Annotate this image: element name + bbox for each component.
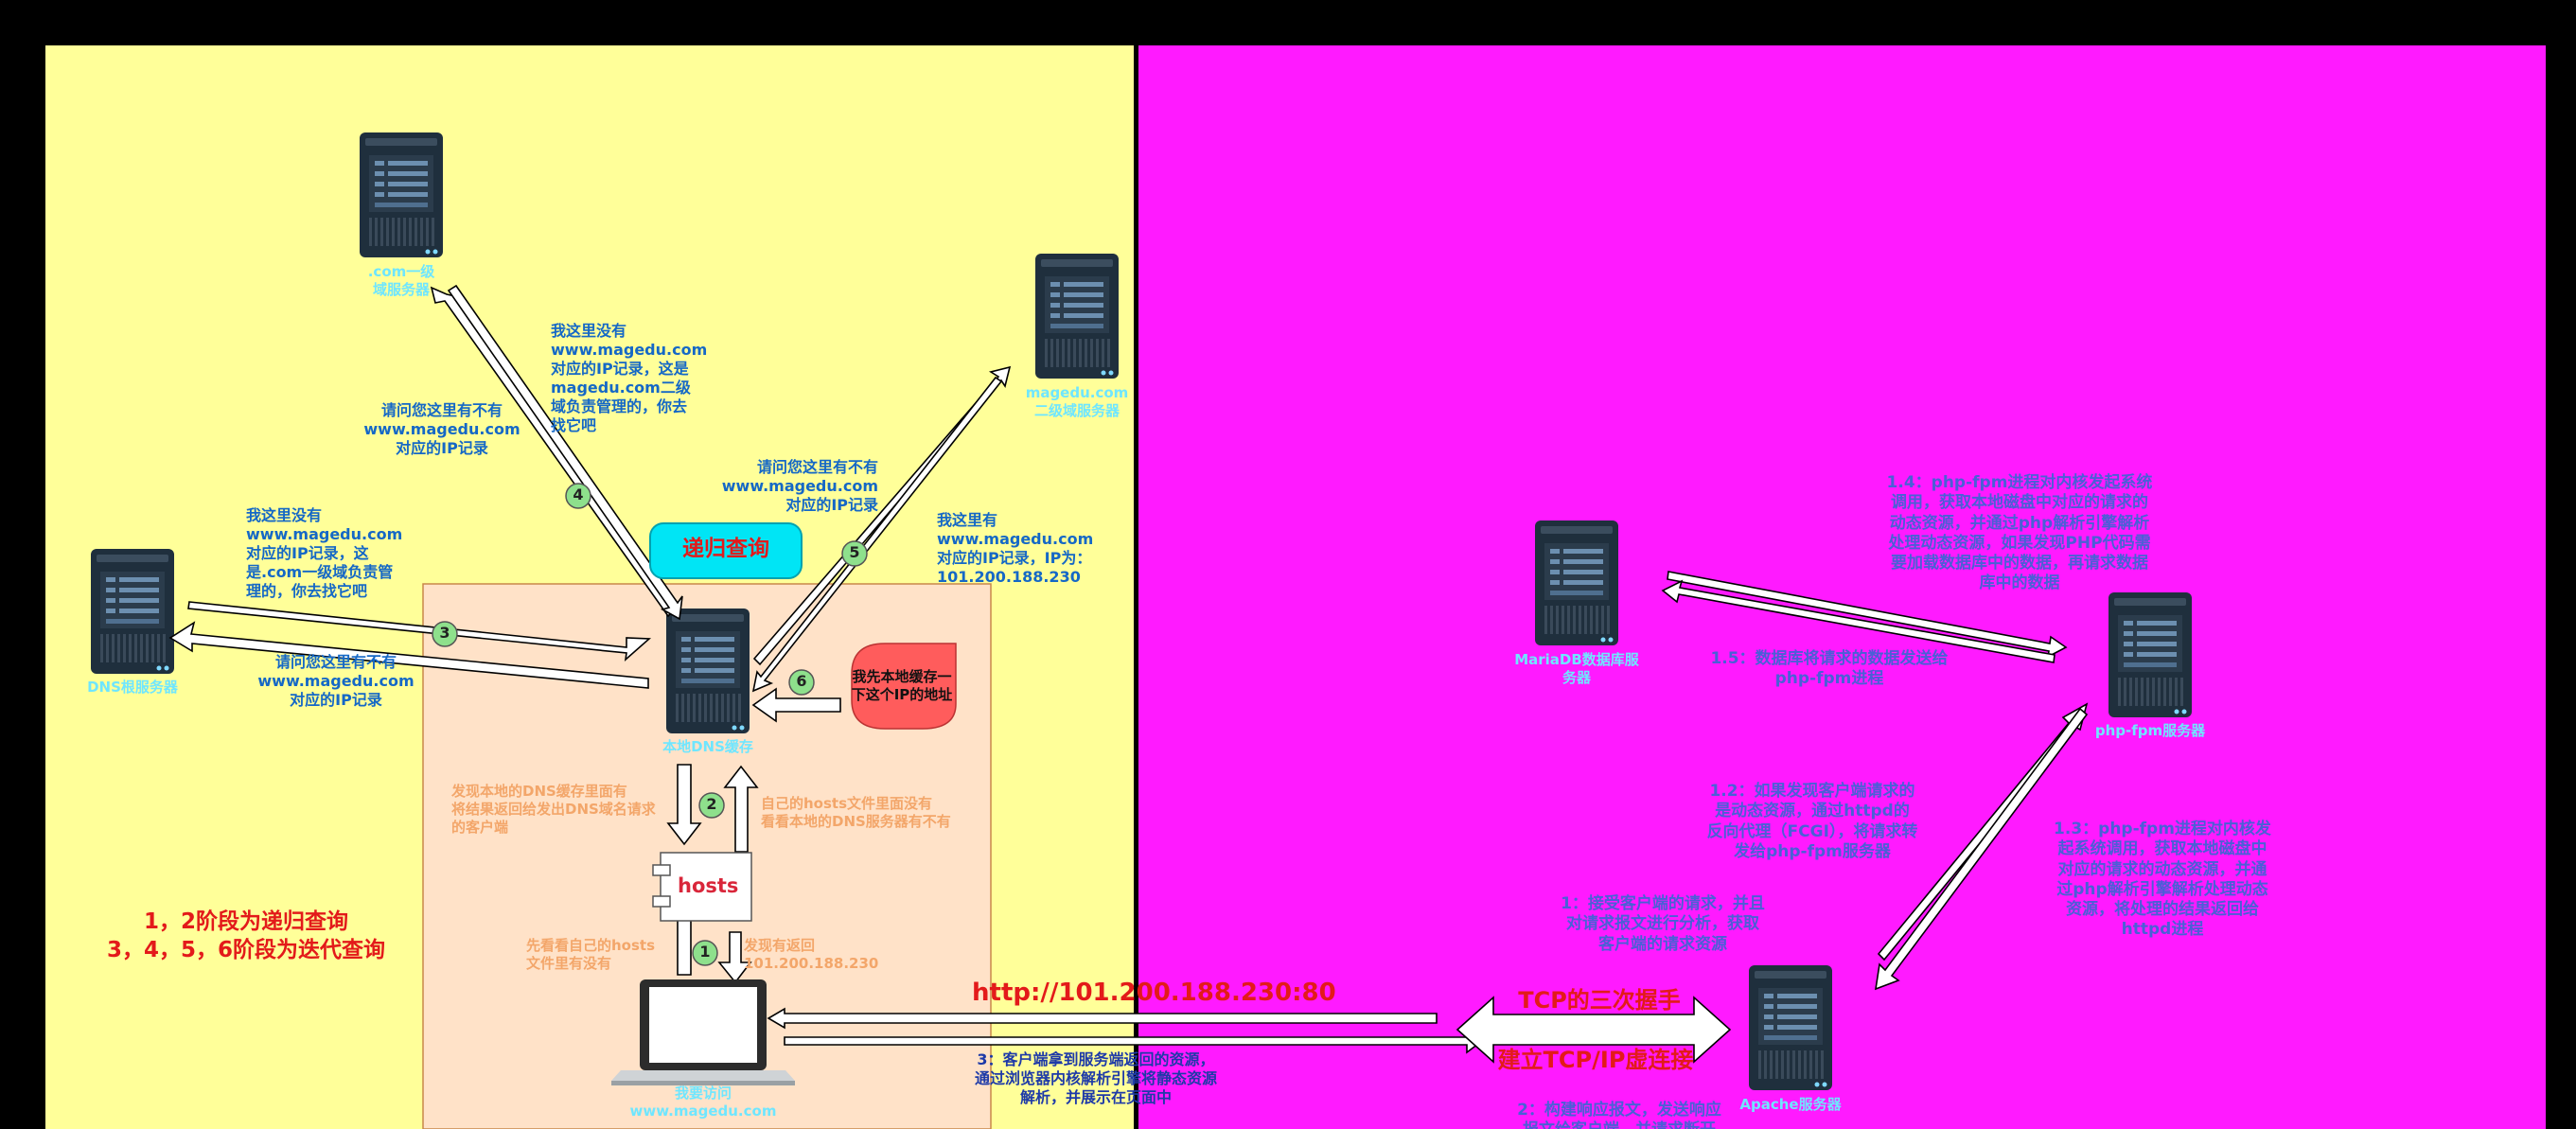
- cache-bubble-text: 我先本地缓存一 下这个IP的地址: [851, 668, 953, 703]
- com-tld-server-icon: [360, 132, 443, 257]
- arrow-root-reply: [187, 601, 652, 662]
- second-level-server-icon: [1035, 254, 1119, 379]
- note-ask-root: 请问您这里有不有 www.magedu.com 对应的IP记录: [257, 653, 415, 709]
- note-ask-com: 请问您这里有不有 www.magedu.com 对应的IP记录: [363, 401, 520, 457]
- note-1: 1：接受客户端的请求，并且 对请求报文进行分析，获取 客户端的请求资源: [1561, 894, 1765, 954]
- note-2: 2：构建响应报文，发送响应 报文给客户端，并请求断开: [1517, 1101, 1721, 1129]
- dns-root-server-label: DNS根服务器: [87, 679, 178, 696]
- hosts-file-box: [660, 852, 752, 922]
- stage-summary-line2: 3，4，5，6阶段为迭代查询: [106, 938, 385, 962]
- note-ask-second: 请问您这里有不有 www.magedu.com 对应的IP记录: [721, 458, 878, 514]
- cache-speech-bubble: [851, 643, 957, 730]
- step-badge-2: [698, 792, 725, 819]
- step-badge-6: [788, 669, 815, 696]
- arrow-com-reply: [447, 284, 683, 621]
- component-icon: [652, 864, 671, 908]
- step-badge-4: [565, 483, 591, 509]
- mariadb-server-label: MariaDB数据库服 务器: [1514, 651, 1639, 686]
- note-local-cache: 发现本地的DNS缓存里面有 将结果返回给发出DNS域名请求 的客户端: [451, 783, 656, 836]
- note-1-4: 1.4：php-fpm进程对内核发起系统 调用，获取本地磁盘中对应的请求的 动态…: [1886, 473, 2153, 593]
- step-badge-3-label: 3: [439, 624, 450, 642]
- arrow-ask-root: [168, 621, 649, 689]
- step-badge-2-label: 2: [706, 795, 717, 813]
- http-request-panel: [1138, 45, 2546, 1129]
- hosts-file-label: hosts: [678, 874, 739, 897]
- arrow-php-to-db: [1661, 579, 2056, 663]
- handshake-bottom-label: 建立TCP/IP虚连接: [1497, 1047, 1694, 1073]
- recursive-query-label-box: [649, 522, 803, 579]
- url-text: http://101.200.188.230:80: [972, 979, 1336, 1007]
- note-root-reply: 我这里没有 www.magedu.com 对应的IP记录，这 是.com一级域负…: [246, 506, 403, 600]
- local-dns-server-icon: [666, 609, 750, 733]
- step-badge-5: [841, 540, 868, 567]
- note-1-2: 1.2：如果发现客户端请求的 是动态资源，通过httpd的 反向代理（FCGI）…: [1706, 782, 1918, 861]
- second-level-server-label: magedu.com 二级域服务器: [1025, 384, 1129, 419]
- note-hosts-miss: 自己的hosts文件里面没有 看看本地的DNS服务器有不有: [761, 795, 951, 830]
- arrow-db-to-php: [1667, 571, 2068, 659]
- arrow-php-to-apache: [1875, 707, 2089, 991]
- com-tld-server-label: .com一级 域服务器: [367, 263, 435, 298]
- note-found-return: 发现有返回 101.200.188.230: [744, 937, 879, 972]
- client-label: 我要访问 www.magedu.com: [629, 1085, 777, 1120]
- apache-server-label: Apache服务器: [1739, 1096, 1842, 1113]
- arrow-dns-to-hosts: [666, 764, 702, 846]
- recursive-query-label: 递归查询: [682, 537, 769, 561]
- arrow-laptop-to-apache: [767, 1007, 1438, 1030]
- note-second-reply: 我这里有www.magedu.com 对应的IP记录，IP为： 101.200.…: [937, 511, 1094, 586]
- php-fpm-server-label: php-fpm服务器: [2094, 722, 2206, 739]
- step-badge-1-label: 1: [699, 943, 711, 961]
- stage-summary-line1: 1，2阶段为递归查询: [143, 909, 348, 934]
- arrow-second-reply: [751, 376, 1003, 693]
- step-badge-1: [692, 940, 718, 966]
- note-check-hosts: 先看看自己的hosts 文件里有没有: [526, 937, 656, 972]
- arrow-cache-ip: [751, 687, 841, 723]
- arrow-hosts-to-dns: [723, 765, 759, 853]
- note-1-5: 1.5：数据库将请求的数据发送给 php-fpm进程: [1710, 649, 1949, 689]
- note-com-reply: 我这里没有 www.magedu.com 对应的IP记录，这是 magedu.c…: [551, 322, 708, 434]
- php-fpm-server-icon: [2108, 592, 2192, 717]
- step-badge-3: [432, 621, 458, 647]
- arrow-hosts-to-laptop: [717, 931, 752, 984]
- apache-server-icon: [1749, 965, 1832, 1090]
- handshake-top-label: TCP的三次握手: [1518, 987, 1681, 1014]
- note-1-3: 1.3：php-fpm进程对内核发 起系统调用，获取本地磁盘中 对应的请求的动态…: [2054, 820, 2271, 940]
- tcp-handshake-double-arrow: [1456, 996, 1732, 1064]
- client-render-note: 3：客户端拿到服务端返回的资源， 通过浏览器内核解析引擎将静态资源 解析，并展示…: [974, 1050, 1217, 1106]
- mariadb-server-icon: [1535, 520, 1618, 645]
- step-badge-5-label: 5: [849, 543, 860, 561]
- local-dns-server-label: 本地DNS缓存: [662, 738, 753, 755]
- step-badge-6-label: 6: [796, 672, 807, 690]
- step-badge-4-label: 4: [573, 485, 584, 503]
- dns-root-server-icon: [91, 549, 174, 674]
- laptop-icon: [611, 979, 795, 1085]
